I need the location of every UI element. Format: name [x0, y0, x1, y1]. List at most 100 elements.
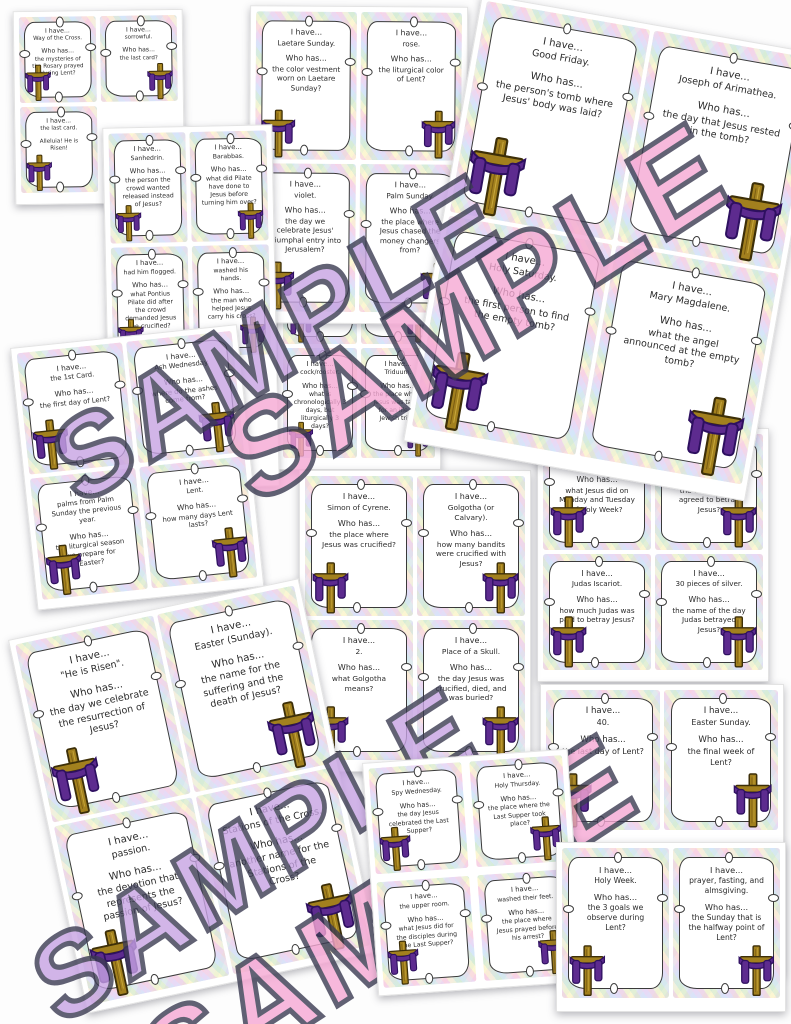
- frame-loop-icon: [121, 816, 132, 829]
- i-have-label: I have...: [216, 257, 245, 266]
- card-frame: I have... rose. Who has... the liturgica…: [361, 16, 461, 159]
- frame-loop-icon: [108, 175, 121, 184]
- frame-loop-icon: [189, 173, 201, 182]
- frame-loop-icon: [304, 15, 313, 27]
- card-frame: I have... the upper room. Who has... wha…: [379, 879, 472, 985]
- card-answer: washed his hands.: [213, 266, 249, 283]
- i-have-label: I have...: [46, 117, 72, 125]
- card-page-crucifixion: I have... Simon of Cyrene. Who has... th…: [299, 470, 531, 772]
- i-have-label: I have...: [342, 636, 376, 646]
- i-have-label: I have...: [710, 864, 743, 875]
- cross-icon: [32, 419, 68, 471]
- cross-icon: [430, 351, 489, 432]
- card-frame: I have... Ash Wednesday. Who has... wher…: [132, 337, 238, 456]
- i-have-label: I have...: [135, 258, 164, 268]
- frame-loop-icon: [525, 965, 534, 977]
- card-answer: Golgotha (or Calvary).: [447, 503, 495, 522]
- who-has-label: Who has...: [302, 381, 338, 390]
- card-answer: Place of a Skull.: [441, 647, 501, 657]
- i-have-label: I have...: [395, 28, 428, 38]
- frame-loop-icon: [353, 745, 362, 757]
- frame-loop-icon: [353, 601, 362, 613]
- frame-loop-icon: [591, 657, 600, 669]
- game-card: I have... Ash Wednesday. Who has... wher…: [125, 330, 245, 464]
- i-have-label: I have...: [454, 636, 488, 646]
- frame-loop-icon: [421, 879, 430, 892]
- i-have-label: I have...: [133, 144, 161, 154]
- cross-icon: [468, 137, 527, 217]
- frame-loop-icon: [147, 248, 157, 260]
- frame-loop-icon: [32, 708, 46, 720]
- frame-loop-icon: [299, 296, 308, 308]
- frame-loop-icon: [226, 132, 235, 144]
- card-question: the place where Jesus chased the money c…: [379, 217, 441, 255]
- card-question: the color vestment worn on Laetare Sunda…: [272, 64, 341, 93]
- game-card: I have... Holy Thursday. Who has... the …: [469, 755, 570, 868]
- frame-loop-icon: [613, 852, 622, 863]
- frame-loop-icon: [562, 22, 573, 35]
- game-card: I have... Barabbas. Who has... what did …: [189, 130, 269, 242]
- cross-icon: [738, 945, 774, 996]
- cross-icon: [288, 421, 313, 457]
- card-frame: I have... Place of a Skull. Who has... t…: [418, 623, 524, 758]
- frame-loop-icon: [166, 41, 178, 50]
- card-answer: violet.: [294, 190, 317, 200]
- who-has-label: Who has...: [210, 164, 247, 174]
- game-card: I have... Holy Saturday. Who has... the …: [411, 215, 612, 456]
- frame-loop-icon: [361, 68, 373, 77]
- i-have-label: I have...: [599, 864, 632, 875]
- cross-icon: [211, 527, 248, 578]
- frame-loop-icon: [303, 167, 312, 179]
- frame-loop-icon: [282, 389, 294, 398]
- game-card: I have... Easter (Sunday). Who has... th…: [156, 585, 332, 793]
- cross-icon: [550, 496, 587, 548]
- card-frame: I have... Mary Magdalene. Who has... wha…: [590, 259, 767, 477]
- frame-loop-icon: [330, 822, 343, 834]
- frame-loop-icon: [86, 132, 98, 141]
- cross-icon: [482, 562, 519, 614]
- game-card: I have... Way of the Cross. Who has... t…: [18, 16, 97, 104]
- frame-loop-icon: [597, 815, 606, 827]
- frame-loop-icon: [563, 904, 575, 913]
- i-have-label: I have...: [394, 180, 427, 190]
- game-card: I have... rose. Who has... the liturgica…: [360, 12, 463, 161]
- frame-loop-icon: [591, 537, 600, 549]
- card-frame: I have... Laetare Sunday. Who has... the…: [256, 15, 356, 158]
- frame-loop-icon: [360, 389, 372, 398]
- frame-loop-icon: [544, 477, 556, 486]
- cross-icon: [724, 182, 783, 262]
- card-answer: the upper room.: [399, 899, 450, 911]
- frame-loop-icon: [665, 743, 677, 752]
- card-answer: Spy Wednesday.: [391, 786, 442, 797]
- frame-loop-icon: [177, 337, 187, 350]
- card-page-last-supper: I have... Spy Wednesday. Who has... the …: [362, 748, 584, 997]
- cross-icon: [379, 826, 411, 871]
- cross-icon: [720, 496, 757, 548]
- frame-loop-icon: [357, 479, 366, 491]
- cross-icon: [26, 154, 52, 192]
- cross-icon: [237, 202, 264, 239]
- card-answer: Sanhedrin.: [130, 154, 165, 162]
- who-has-label: Who has...: [576, 475, 618, 485]
- game-card: I have... Lent. Who has... how many days…: [139, 456, 258, 589]
- frame-loop-icon: [150, 671, 163, 682]
- frame-loop-icon: [55, 16, 65, 28]
- frame-loop-icon: [400, 663, 412, 672]
- who-has-label: Who has...: [688, 595, 730, 605]
- card-frame: I have... palms from Palm Sunday the pre…: [35, 474, 141, 596]
- i-have-label: I have...: [581, 568, 613, 578]
- frame-loop-icon: [212, 860, 226, 871]
- frame-loop-icon: [609, 983, 618, 994]
- frame-loop-icon: [765, 733, 777, 742]
- frame-loop-icon: [357, 623, 366, 635]
- card-frame: I have... washed his hands. Who has... t…: [192, 246, 270, 354]
- card-question: the devotion that represents the passion…: [96, 871, 184, 924]
- card-answer: sorrowful.: [124, 34, 153, 42]
- frame-loop-icon: [517, 851, 527, 863]
- i-have-label: I have...: [44, 27, 70, 35]
- card-question: the place where Jesus was crucified?: [322, 530, 396, 549]
- who-has-label: Who has...: [704, 901, 749, 912]
- frame-loop-icon: [656, 894, 668, 903]
- game-card: I have... Simon of Cyrene. Who has... th…: [305, 476, 413, 616]
- card-frame: I have... Golgotha (or Calvary). Who has…: [418, 479, 524, 614]
